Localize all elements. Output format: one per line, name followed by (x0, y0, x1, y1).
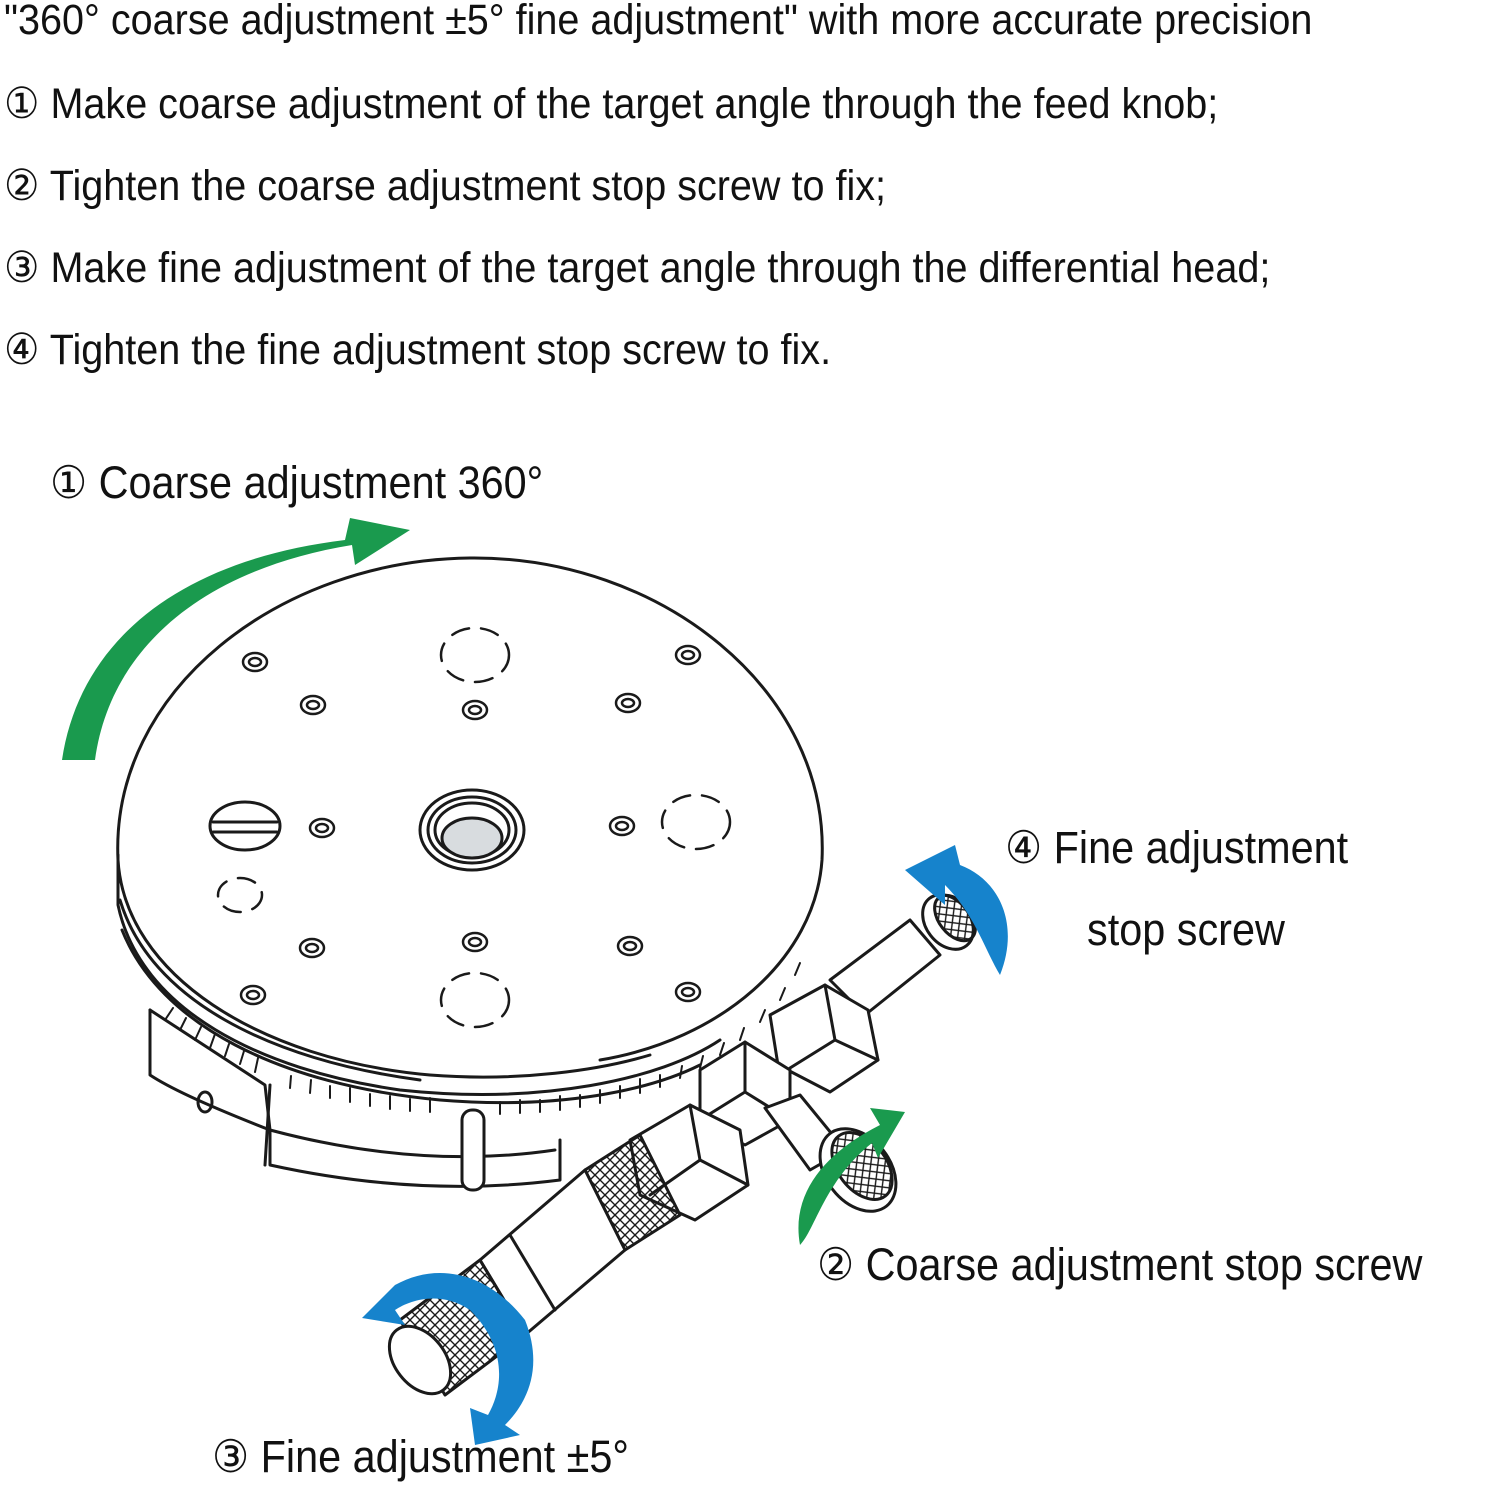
label-coarse-adjustment: ① Coarse adjustment 360° (50, 457, 544, 508)
coarse-stop-rotation-arrow (798, 1108, 905, 1245)
base-body (116, 853, 801, 1192)
intro-heading: "360° coarse adjustment ±5° fine adjustm… (4, 0, 1313, 44)
label-fine-stop-screw-line1: ④ Fine adjustment (1005, 822, 1349, 873)
label-coarse-stop-screw: ② Coarse adjustment stop screw (817, 1239, 1423, 1290)
fine-rotation-arrow (362, 1272, 534, 1445)
micrometer-assembly (387, 893, 977, 1397)
step-1: ① Make coarse adjustment of the target a… (4, 80, 1219, 128)
mounting-holes (239, 644, 702, 1006)
graduation-ticks (164, 962, 801, 1115)
step-3: ③ Make fine adjustment of the target ang… (4, 244, 1271, 292)
step-2: ② Tighten the coarse adjustment stop scr… (4, 162, 887, 210)
label-fine-stop-screw-line2: stop screw (1087, 904, 1285, 955)
fine-stop-rotation-arrow (905, 845, 1008, 975)
top-plate (116, 556, 824, 1079)
label-fine-adjustment: ③ Fine adjustment ±5° (212, 1431, 629, 1482)
coarse-rotation-arrow (62, 518, 410, 760)
step-4: ④ Tighten the fine adjustment stop screw… (4, 326, 832, 374)
rotation-arrows (62, 518, 1008, 1445)
